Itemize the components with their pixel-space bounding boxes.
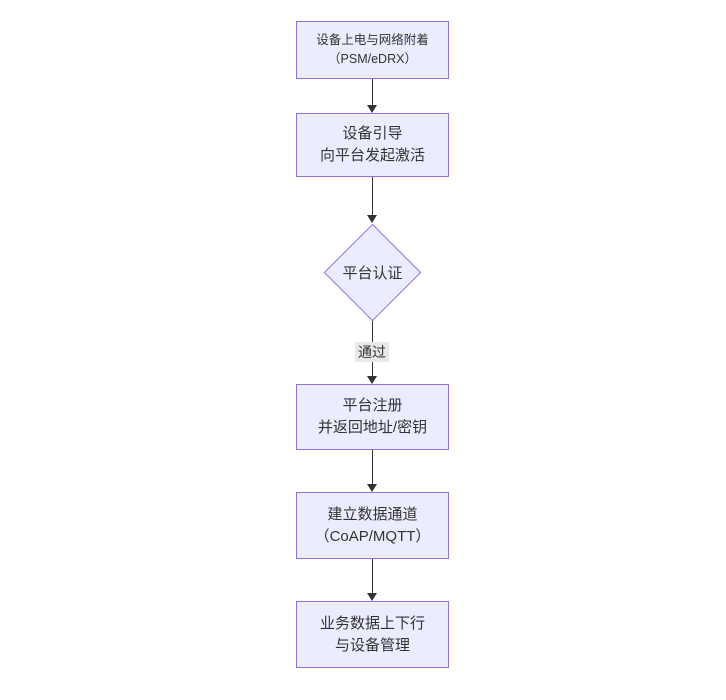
node-line: 向平台发起激活 xyxy=(319,147,425,164)
flow-node-power-network-attach: 设备上电与网络附着 （PSM/eDRX） xyxy=(296,21,449,79)
edge-attach-to-boot xyxy=(372,79,373,105)
node-line: 设备上电与网络附着 xyxy=(316,33,429,47)
arrowhead-down-icon xyxy=(367,215,377,223)
arrowhead-down-icon xyxy=(367,593,377,601)
flow-node-platform-register: 平台注册 并返回地址/密钥 xyxy=(296,384,449,450)
arrowhead-down-icon xyxy=(367,376,377,384)
decision-platform-auth: 平台认证 xyxy=(323,223,422,322)
node-line: 设备引导 xyxy=(342,125,403,142)
flow-node-data-channel: 建立数据通道 （CoAP/MQTT） xyxy=(296,492,449,559)
flow-node-device-bootstrap: 设备引导 向平台发起激活 xyxy=(296,113,449,177)
arrowhead-down-icon xyxy=(367,105,377,113)
node-line: 建立数据通道 xyxy=(327,505,418,523)
node-line: 与设备管理 xyxy=(334,636,410,654)
flow-node-business-data: 业务数据上下行 与设备管理 xyxy=(296,601,449,668)
edge-label-pass: 通过 xyxy=(355,342,389,362)
edge-boot-to-auth xyxy=(372,177,373,215)
node-line: 平台注册 xyxy=(342,397,403,414)
node-line: 业务数据上下行 xyxy=(319,614,425,632)
node-line: 平台认证 xyxy=(342,265,403,282)
node-line: （CoAP/MQTT） xyxy=(314,527,431,545)
node-line: （PSM/eDRX） xyxy=(328,52,417,66)
node-line: 并返回地址/密钥 xyxy=(317,419,428,436)
edge-channel-to-business xyxy=(372,559,373,593)
arrowhead-down-icon xyxy=(367,484,377,492)
edge-register-to-channel xyxy=(372,450,373,484)
